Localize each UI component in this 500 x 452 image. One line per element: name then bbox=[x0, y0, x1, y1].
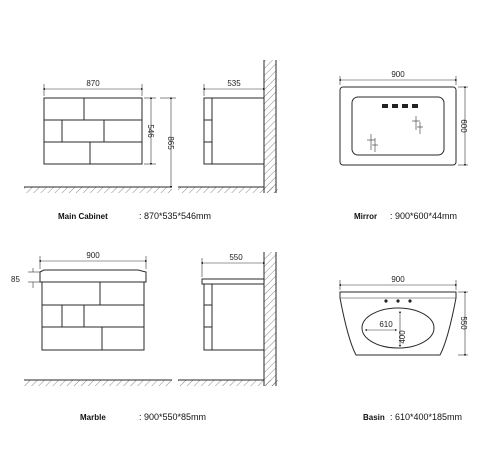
switch-icon bbox=[412, 116, 423, 134]
cabinet-depth-dim: 535 bbox=[227, 79, 241, 88]
floor-hatch-side bbox=[178, 187, 278, 193]
floor-hatch bbox=[24, 187, 172, 193]
basin-bowl-width-dim: 610 bbox=[379, 320, 393, 329]
mirror-light bbox=[392, 104, 398, 108]
basin-depth-dim: 550 bbox=[459, 316, 468, 330]
cabinet-side-lower bbox=[203, 283, 265, 351]
basin-size: : 610*400*185mm bbox=[390, 412, 462, 422]
marble-side-view: 550 bbox=[178, 252, 278, 386]
mirror-light bbox=[382, 104, 388, 108]
main-cabinet-label: Main Cabinet bbox=[58, 212, 108, 221]
mirror-height-dim: 600 bbox=[459, 119, 468, 133]
marble-width-dim: 900 bbox=[86, 251, 100, 260]
mirror-label: Mirror bbox=[354, 212, 377, 221]
wall-hatch bbox=[264, 252, 276, 386]
main-cabinet-side-view: 535 bbox=[178, 60, 278, 193]
cabinet-front-lower bbox=[41, 281, 145, 351]
basin-bowl-depth-dim: 400 bbox=[398, 330, 407, 344]
main-cabinet-front-view: 870 546 865 bbox=[24, 79, 176, 193]
floor-hatch-side bbox=[178, 380, 278, 386]
mirror-width-dim: 900 bbox=[391, 70, 405, 79]
cabinet-total-height-dim: 865 bbox=[166, 136, 175, 150]
cabinet-side bbox=[203, 97, 265, 165]
mirror-outer bbox=[339, 86, 457, 166]
basin-outline bbox=[339, 291, 457, 356]
main-cabinet-size: : 870*535*546mm bbox=[139, 211, 211, 221]
marble-thickness-dim: 85 bbox=[11, 275, 20, 284]
marble-size: : 900*550*85mm bbox=[139, 412, 206, 422]
mirror-light bbox=[412, 104, 418, 108]
faucet-hole bbox=[396, 299, 400, 303]
marble-depth-dim: 550 bbox=[229, 253, 243, 262]
mirror-light bbox=[402, 104, 408, 108]
mirror-inner bbox=[351, 96, 445, 156]
cabinet-width-dim: 870 bbox=[86, 79, 100, 88]
faucet-hole bbox=[384, 299, 388, 303]
wall-hatch bbox=[264, 60, 276, 193]
mirror-view: 900 600 bbox=[338, 70, 468, 167]
mirror-size: : 900*600*44mm bbox=[390, 211, 457, 221]
faucet-hole bbox=[408, 299, 412, 303]
switch-icon bbox=[367, 134, 378, 152]
basin-bowl bbox=[361, 307, 435, 349]
cabinet-front bbox=[43, 97, 143, 165]
floor-hatch bbox=[24, 380, 172, 386]
marble-top-side bbox=[201, 278, 265, 285]
basin-label: Basin bbox=[363, 413, 385, 422]
marble-top bbox=[39, 269, 147, 283]
marble-label: Marble bbox=[80, 413, 106, 422]
cabinet-height-dim: 546 bbox=[146, 124, 155, 138]
marble-front-view: 900 85 bbox=[11, 251, 172, 386]
basin-top-view: 610 400 900 550 bbox=[338, 275, 468, 357]
basin-width-dim: 900 bbox=[391, 275, 405, 284]
